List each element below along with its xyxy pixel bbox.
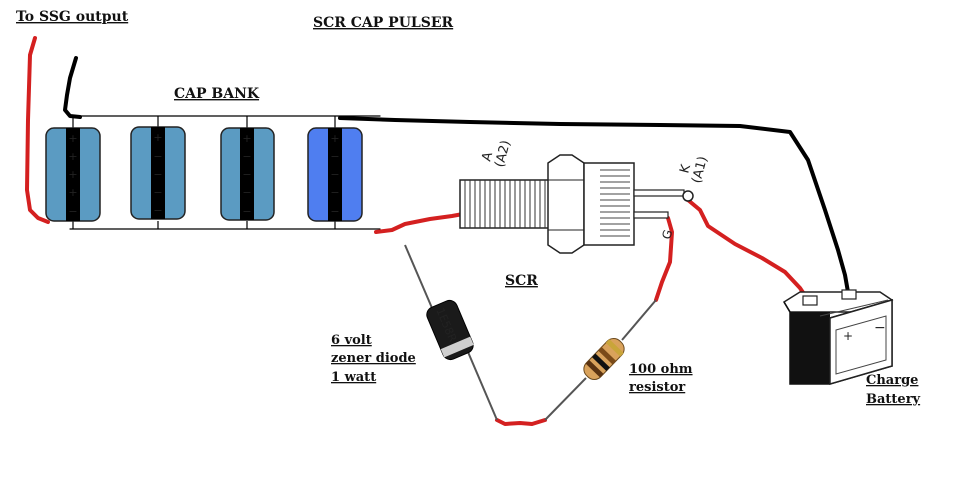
zener-label-line2: zener diode xyxy=(331,351,416,366)
red-wire-bottom xyxy=(495,418,547,426)
cap-bank-label: CAP BANK xyxy=(174,86,260,102)
resistor-label-line2: resistor xyxy=(629,380,685,395)
black-wire-ssg xyxy=(63,56,82,119)
gate-label: G xyxy=(659,228,675,241)
red-wire-anode xyxy=(374,212,465,234)
charge-battery: + − xyxy=(782,289,894,385)
cap-3-minus: − xyxy=(242,205,251,218)
red-wire-gate xyxy=(654,216,674,302)
svg-text:−: − xyxy=(330,186,339,199)
resistor-label-line1: 100 ohm xyxy=(629,362,693,377)
cap-4-minus: − xyxy=(330,205,339,218)
svg-text:−: − xyxy=(330,150,339,163)
capacitor-1: + + + + − xyxy=(45,127,101,222)
cap-1-plus: + xyxy=(68,132,77,145)
title-label: SCR CAP PULSER xyxy=(313,15,454,31)
svg-text:−: − xyxy=(153,150,162,163)
cathode-alt-label: (A1) xyxy=(689,155,711,185)
cap-4-plus: + xyxy=(330,132,339,145)
battery-negative-terminal xyxy=(841,289,857,300)
zener-label-line3: 1 watt xyxy=(331,370,376,385)
scr-label: SCR xyxy=(505,273,538,289)
svg-text:−: − xyxy=(153,168,162,181)
labels: To SSG output SCR CAP PULSER CAP BANK SC… xyxy=(16,9,921,407)
battery-label-line1: Charge xyxy=(866,373,918,388)
capacitor-2: + − − − − xyxy=(130,126,186,220)
capacitor-4: + − − − − xyxy=(307,127,363,222)
svg-text:+: + xyxy=(68,186,77,199)
cap-3-plus: + xyxy=(242,132,251,145)
cap-2-minus: − xyxy=(153,204,162,217)
wires xyxy=(25,36,850,426)
cap-bank: + + + + − + − − − − + − xyxy=(45,116,363,229)
scr-component: A (A2) K (A1) G xyxy=(459,139,711,254)
red-wire-ssg xyxy=(25,36,50,224)
svg-text:−: − xyxy=(242,168,251,181)
ssg-output-label: To SSG output xyxy=(16,9,129,25)
svg-text:−: − xyxy=(242,150,251,163)
battery-minus-sign: − xyxy=(874,320,886,336)
svg-text:−: − xyxy=(153,186,162,199)
svg-text:−: − xyxy=(242,186,251,199)
battery-plus-sign: + xyxy=(843,329,853,343)
capacitor-3: + − − − − xyxy=(220,127,275,221)
zener-label-line1: 6 volt xyxy=(331,333,372,348)
zener-diode: 1E58R xyxy=(404,244,498,421)
svg-text:+: + xyxy=(68,150,77,163)
cap-2-plus: + xyxy=(153,131,162,144)
cap-1-minus: − xyxy=(68,205,77,218)
anode-label: A xyxy=(479,150,496,163)
svg-text:+: + xyxy=(68,168,77,181)
cathode-terminal xyxy=(682,190,694,202)
svg-text:−: − xyxy=(330,168,339,181)
red-wire-cathode xyxy=(686,198,808,299)
battery-label-line2: Battery xyxy=(866,392,921,407)
gate-terminal xyxy=(633,211,669,219)
battery-positive-terminal xyxy=(802,295,818,306)
black-wire-battery xyxy=(338,116,850,294)
resistor xyxy=(544,299,657,421)
anode-alt-label: (A2) xyxy=(492,139,514,169)
